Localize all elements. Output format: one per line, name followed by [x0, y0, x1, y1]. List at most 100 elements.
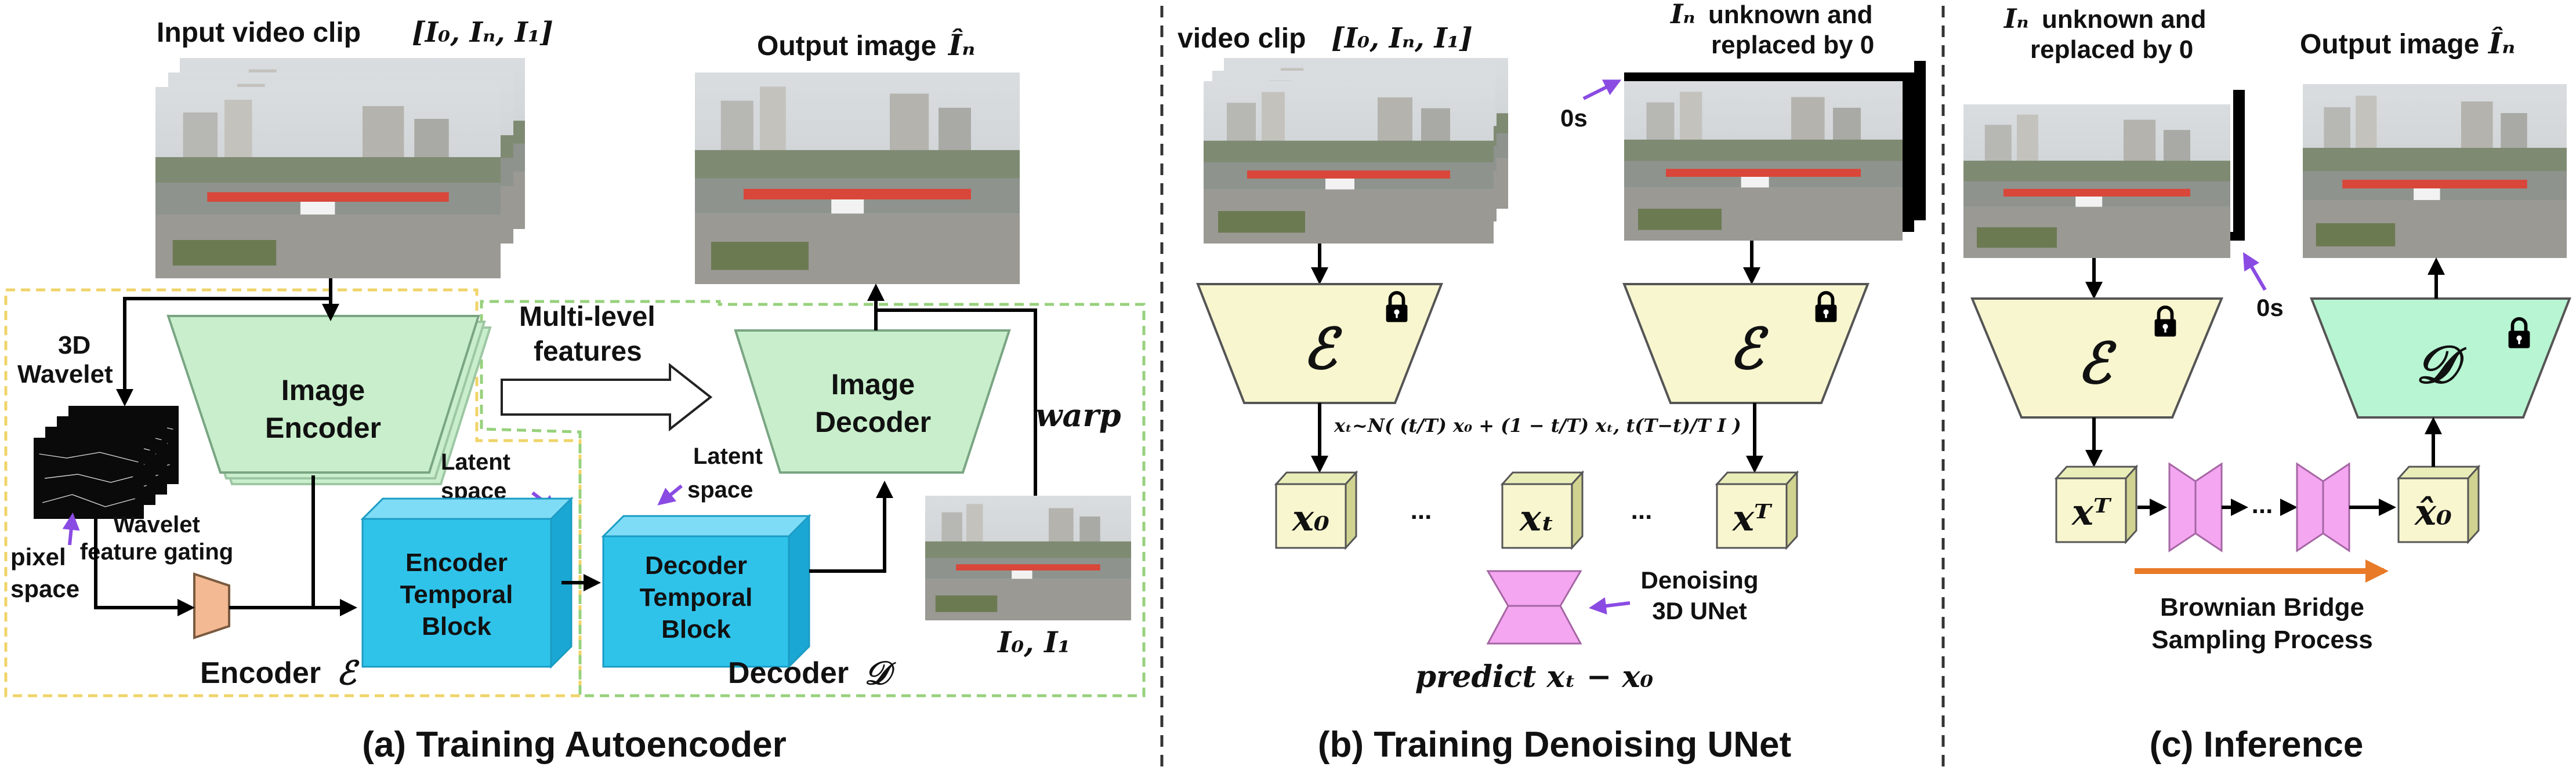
wavelet-label: Wavelet [17, 360, 113, 388]
etb-label-1: Encoder [405, 548, 508, 577]
panel-training-unet: video clip [I₀, Iₙ, I₁] Iₙ unknown and r… [1178, 0, 1926, 765]
arrow-warp-path [876, 308, 1037, 496]
denoise-label-1: Denoising [1640, 566, 1758, 594]
sampling-formula: xₜ~N( (t/T) x₀ + (1 − t/T) xₜ, t(T−t)/T … [1334, 415, 1741, 437]
etb-label-3: Block [422, 612, 491, 641]
output-image-frame [695, 72, 1020, 284]
zeros-label-c: 0s [2256, 294, 2284, 321]
output-image-math-c: Îₙ [2487, 26, 2515, 60]
dots-c: ... [2252, 490, 2273, 519]
unet-c1-left [2168, 462, 2197, 553]
latent-space-dec-2: space [687, 477, 753, 503]
x0-label: x₀ [1291, 497, 1329, 539]
pixel-space-label-1: pixel [10, 543, 66, 570]
encoder-temporal-block [360, 496, 574, 669]
brownian-label-1: Brownian Bridge [2160, 593, 2364, 622]
dtb-label-2: Temporal [640, 583, 753, 612]
decoder-caption: Decoder [728, 656, 849, 690]
predict-label: predict xₜ − x₀ [1415, 659, 1654, 695]
wavelet-stack [34, 406, 179, 519]
gating-label-1: Wavelet [113, 512, 200, 537]
unet-c2-left [2296, 462, 2324, 553]
image-decoder-block [734, 329, 1011, 474]
zeros-label-b: 0s [1560, 104, 1588, 132]
latent-space-enc-1: Latent [441, 449, 510, 475]
frozen-encoder-b2 [1622, 283, 1869, 404]
latent-space-dec-1: Latent [693, 444, 763, 469]
masked-clip-frames-c [1963, 90, 2245, 258]
enc-symbol-b1: ℰ [1303, 316, 1343, 381]
wavelet-label-3d: 3D [58, 331, 90, 359]
arrow-input-to-wavelet [116, 297, 331, 406]
pixel-space-label-2: space [10, 575, 79, 602]
dtb-label-1: Decoder [645, 551, 747, 580]
multi-level-label-1: Multi-level [519, 301, 655, 332]
output-image-title: Output image [757, 31, 936, 61]
unet-c2-right [2322, 462, 2350, 553]
gating-label-2: feature gating [80, 539, 233, 565]
latent-cube-xt [1500, 470, 1585, 550]
output-image-title-c: Output image [2300, 29, 2479, 60]
unknown-label-b-1: unknown and [1708, 1, 1873, 29]
decoder-region [480, 300, 1146, 697]
panel-a-caption: (a) Training Autoencoder [362, 725, 786, 765]
decoder-symbol: 𝒟 [864, 654, 896, 692]
image-encoder-label-1: Image [281, 374, 365, 406]
clip-math: [I₀, Iₙ, I₁] [1331, 22, 1473, 54]
unet-c1-right [2194, 462, 2223, 553]
enc-symbol-b2: ℰ [1729, 316, 1769, 381]
masked-clip-frames [1624, 61, 1926, 241]
encoder-symbol: ℰ [336, 654, 360, 692]
latent-space-dec-pointer [657, 484, 683, 506]
input-video-frames [155, 58, 525, 278]
enc-symbol-c: ℰ [2077, 330, 2117, 396]
zeros-pointer-c [2242, 252, 2267, 291]
brownian-label-2: Sampling Process [2151, 626, 2372, 654]
latent-cube-x0hat [2396, 464, 2481, 544]
arrow-dtb-to-decoder [809, 481, 893, 573]
x0hat-label: x̂₀ [2414, 491, 2452, 533]
image-encoder-label-2: Encoder [265, 412, 381, 444]
latent-cube-xT-c [2054, 464, 2139, 544]
output-image-math: Îₙ [947, 28, 975, 62]
input-video-math: [I₀, Iₙ, I₁] [412, 16, 553, 49]
decoder-temporal-block [601, 514, 811, 669]
xT-label-c: xᵀ [2071, 491, 2112, 533]
dtb-label-3: Block [661, 615, 731, 644]
multi-level-label-2: features [534, 336, 642, 367]
denoise-label-2: 3D UNet [1652, 597, 1747, 624]
etb-label-2: Temporal [400, 580, 513, 609]
denoise-pointer [1589, 597, 1631, 615]
panel-inference: Iₙ unknown and replaced by 0 0s Output i… [1963, 3, 2571, 765]
unknown-math-c: Iₙ [2003, 3, 2029, 34]
unknown-label-c-2: replaced by 0 [2030, 35, 2193, 64]
warp-label: warp [1035, 397, 1121, 434]
xt-label: xₜ [1519, 497, 1555, 539]
image-encoder-block [166, 315, 480, 474]
encoder-region [4, 288, 582, 697]
arrow-wavelet-to-gate [94, 519, 195, 616]
latent-cube-xT [1715, 470, 1799, 550]
reference-frames-label: I₀, I₁ [997, 625, 1070, 659]
unknown-label-b-2: replaced by 0 [1711, 31, 1874, 59]
clip-frames [1204, 58, 1508, 244]
latent-cube-x0 [1274, 470, 1358, 550]
clip-title: video clip [1178, 23, 1306, 54]
panel-training-autoencoder: Input video clip [I₀, Iₙ, I₁] Output ima… [4, 16, 1146, 765]
frozen-encoder-b1 [1196, 283, 1443, 404]
panel-b-caption: (b) Training Denoising UNet [1318, 725, 1791, 765]
gating-block [193, 572, 230, 639]
unknown-label-c-1: unknown and [2042, 5, 2207, 34]
reference-frames [925, 496, 1131, 620]
pixel-space-pointer [62, 513, 80, 546]
dots-b1: ... [1411, 496, 1432, 525]
image-decoder-label-2: Decoder [815, 406, 931, 438]
zeros-pointer-b [1582, 79, 1622, 100]
xT-label: xᵀ [1731, 497, 1773, 539]
image-decoder-label-1: Image [831, 368, 915, 401]
output-image-frame-c [2303, 84, 2567, 258]
unet-bottom [1486, 605, 1582, 645]
frozen-decoder-c [2310, 297, 2571, 419]
encoder-caption: Encoder [200, 656, 321, 690]
